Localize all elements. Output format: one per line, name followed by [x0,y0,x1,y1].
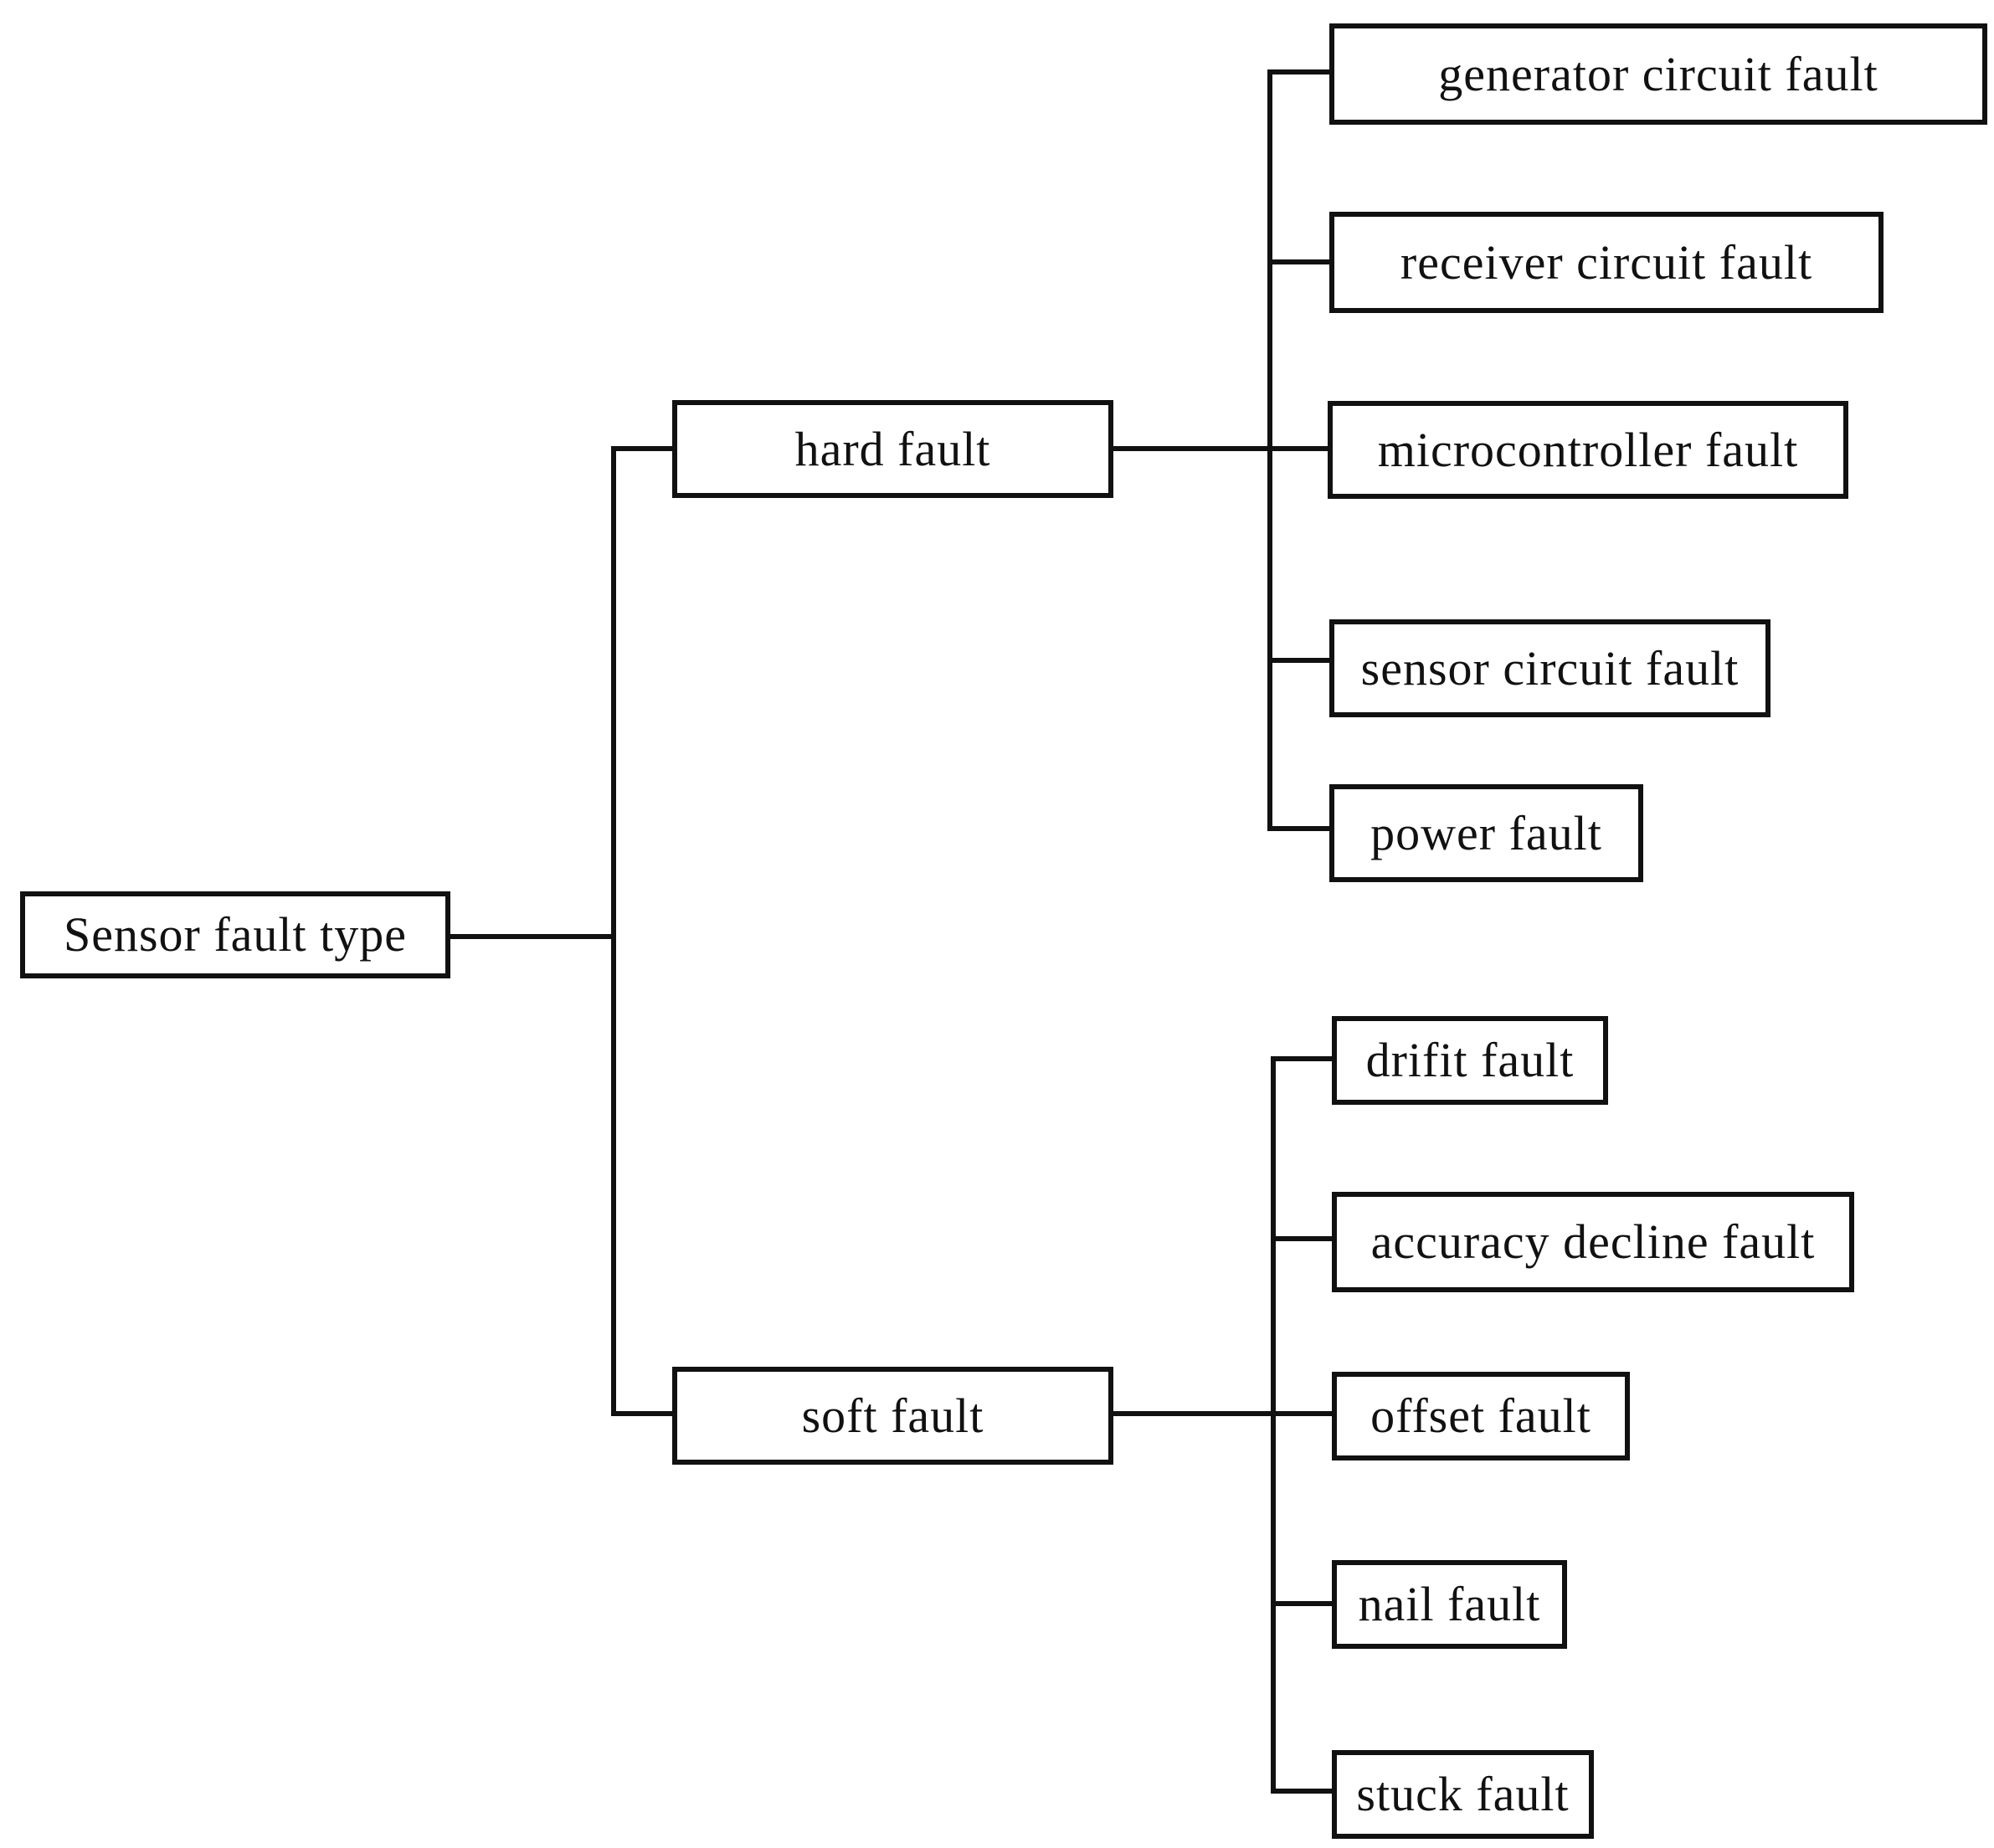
offset-fault-node: offset fault [1332,1372,1630,1460]
generator-circuit-fault-node: generator circuit fault [1329,23,1987,125]
sensor-circuit-fault-node: sensor circuit fault [1329,619,1770,717]
power-fault-node: power fault [1329,784,1643,882]
hard-fault-node: hard fault [672,400,1113,498]
nail-fault-node: nail fault [1332,1560,1567,1649]
root-node: Sensor fault type [20,891,450,978]
microcontroller-fault-node: microcontroller fault [1328,401,1848,499]
soft-fault-node: soft fault [672,1367,1113,1465]
accuracy-decline-fault-node: accuracy decline fault [1332,1192,1854,1292]
stuck-fault-node: stuck fault [1332,1750,1594,1839]
receiver-circuit-fault-node: receiver circuit fault [1329,212,1884,313]
drifit-fault-node: drifit fault [1332,1016,1608,1105]
